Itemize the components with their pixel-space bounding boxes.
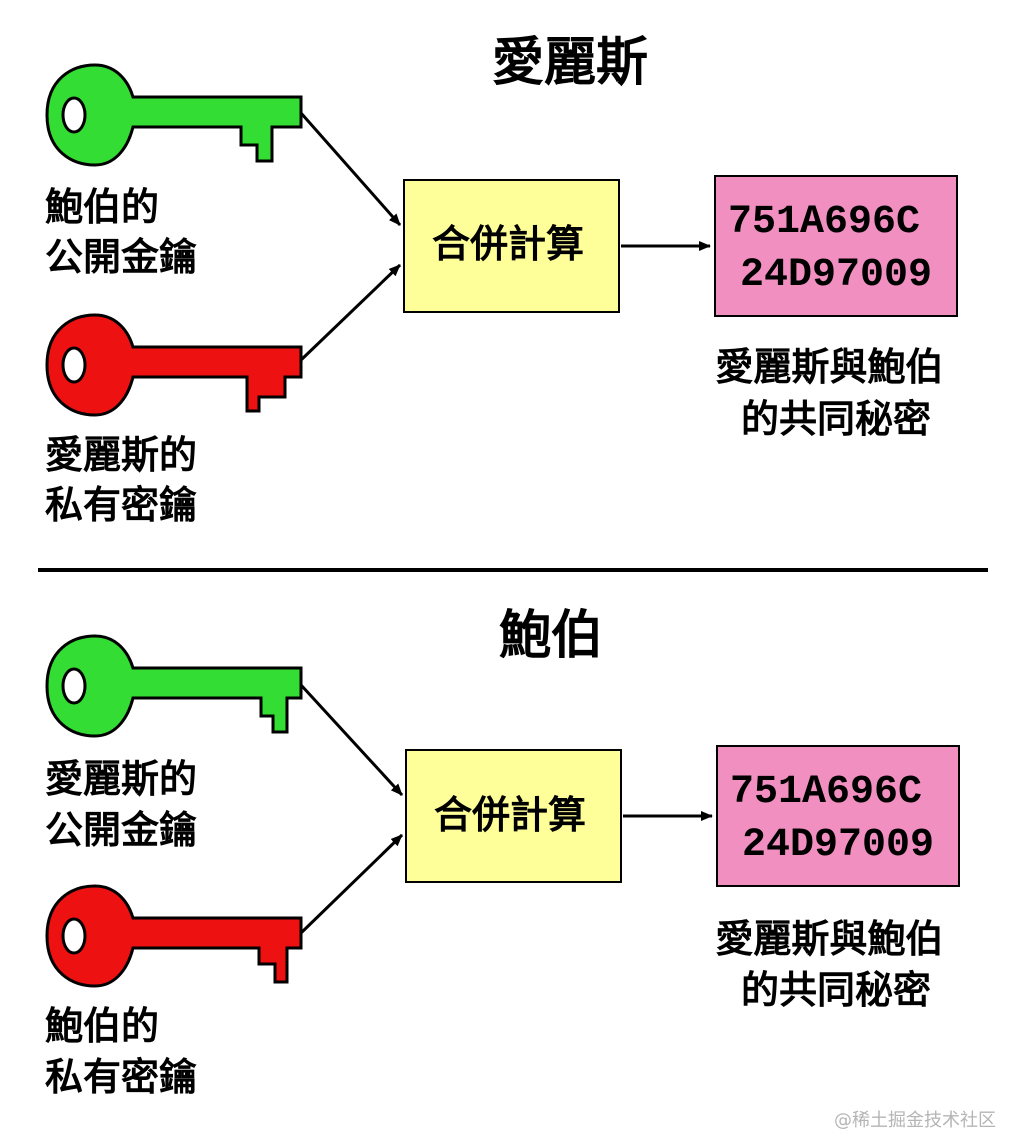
arrow-public-to-compute [299, 683, 404, 797]
compute-label: 合併計算 [434, 793, 586, 837]
arrow-private-to-compute [299, 833, 404, 935]
public-key-icon [45, 634, 303, 738]
private-key-label: 鮑伯的 私有密鑰 [45, 1004, 197, 1099]
section-bob: 鮑伯 愛麗斯的 公開金鑰 鮑伯的 私有密鑰 合併計算 751A6 [45, 606, 960, 1099]
public-key-label: 愛麗斯的 公開金鑰 [45, 757, 210, 852]
secret-box [716, 745, 960, 887]
public-key-label: 鮑伯的 公開金鑰 [45, 185, 197, 279]
section-title: 鮑伯 [499, 606, 603, 666]
private-key-icon [45, 313, 303, 417]
compute-box [405, 749, 622, 883]
compute-box [403, 179, 620, 313]
secret-value: 751A696C 24D97009 [730, 770, 946, 868]
secret-value: 751A696C 24D97009 [728, 200, 944, 298]
secret-caption: 愛麗斯與鮑伯 的共同秘密 [715, 917, 956, 1012]
private-key-label: 愛麗斯的 私有密鑰 [45, 433, 210, 527]
arrow-public-to-compute [299, 112, 402, 226]
section-alice: 愛麗斯 鮑伯的 公開金鑰 愛麗斯的 私有密鑰 合併計算 751A [45, 33, 958, 527]
watermark: @稀土掘金技术社区 [834, 1110, 996, 1131]
compute-label: 合併計算 [432, 222, 584, 266]
private-key-icon [45, 884, 303, 988]
secret-box [714, 175, 958, 317]
section-title: 愛麗斯 [492, 33, 648, 93]
secret-caption: 愛麗斯與鮑伯 的共同秘密 [715, 345, 956, 441]
public-key-icon [45, 63, 303, 167]
arrow-private-to-compute [299, 263, 402, 362]
